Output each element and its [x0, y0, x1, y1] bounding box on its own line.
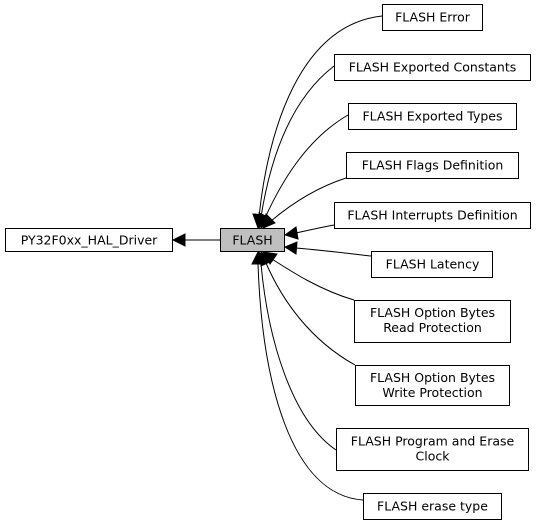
- edge-flags-definition-to-flash: [270, 177, 347, 222]
- edge-exported-constants-to-flash: [260, 65, 335, 218]
- node-flash-option-bytes-read-protection[interactable]: FLASH Option Bytes Read Protection: [354, 300, 511, 343]
- node-flash-current: FLASH: [220, 228, 285, 252]
- node-label: FLASH Exported Types: [362, 109, 502, 124]
- node-label: FLASH Latency: [386, 257, 480, 272]
- arrowhead-driver: [171, 233, 186, 247]
- edge-option-bytes-write-to-flash: [265, 262, 356, 366]
- node-label: PY32F0xx_HAL_Driver: [21, 233, 158, 248]
- node-flash-error[interactable]: FLASH Error: [382, 4, 483, 31]
- node-label-line-1: FLASH Option Bytes: [370, 305, 495, 320]
- node-flash-option-bytes-write-protection[interactable]: FLASH Option Bytes Write Protection: [355, 365, 510, 406]
- node-label-line-2: Read Protection: [383, 320, 482, 335]
- node-label-line-2: Clock: [416, 449, 451, 464]
- edge-exported-types-to-flash: [264, 114, 349, 219]
- node-py32f0xx-hal-driver[interactable]: PY32F0xx_HAL_Driver: [5, 228, 173, 252]
- node-flash-exported-types[interactable]: FLASH Exported Types: [348, 103, 517, 130]
- arrowhead-from-flags-definition: [262, 212, 276, 229]
- node-box: [346, 152, 519, 179]
- node-label: FLASH erase type: [377, 499, 488, 514]
- node-flash-interrupts-definition[interactable]: FLASH Interrupts Definition: [334, 202, 531, 229]
- node-box: [355, 365, 510, 406]
- node-flash-latency[interactable]: FLASH Latency: [371, 251, 493, 278]
- node-label-line-1: FLASH Option Bytes: [370, 370, 495, 385]
- node-label: FLASH: [232, 233, 272, 248]
- arrowhead-from-erase-type: [251, 250, 265, 265]
- edge-erase-type-to-flash: [257, 263, 364, 501]
- edge-latency-to-flash: [295, 247, 372, 257]
- node-label: FLASH Exported Constants: [349, 60, 517, 75]
- node-box: [334, 54, 531, 81]
- node-box: [334, 202, 531, 229]
- node-box: [382, 4, 483, 31]
- edge-error-to-flash: [258, 15, 383, 218]
- node-flash-program-and-erase-clock[interactable]: FLASH Program and Erase Clock: [336, 428, 529, 471]
- node-box: [5, 228, 173, 252]
- node-label-line-1: FLASH Program and Erase: [351, 434, 515, 449]
- node-box: [348, 103, 517, 130]
- node-box: [363, 493, 502, 520]
- node-box: [371, 251, 493, 278]
- node-label: FLASH Flags Definition: [362, 158, 504, 173]
- node-label-line-2: Write Protection: [382, 385, 482, 400]
- node-box: [220, 228, 285, 252]
- nodes: PY32F0xx_HAL_Driver FLASH FLASH Error FL…: [5, 4, 531, 520]
- edge-program-erase-clock-to-flash: [260, 263, 337, 451]
- node-flash-flags-definition[interactable]: FLASH Flags Definition: [346, 152, 519, 179]
- node-flash-erase-type[interactable]: FLASH erase type: [363, 493, 502, 520]
- node-flash-exported-constants[interactable]: FLASH Exported Constants: [334, 54, 531, 81]
- node-label: FLASH Interrupts Definition: [347, 208, 517, 223]
- node-box: [354, 300, 511, 343]
- edge-option-bytes-read-to-flash: [271, 258, 355, 301]
- edges: [171, 15, 383, 501]
- node-box: [336, 428, 529, 471]
- edge-interrupts-definition-to-flash: [295, 224, 335, 234]
- arrowhead-from-interrupts-definition: [283, 226, 299, 240]
- arrowhead-from-latency: [283, 241, 298, 255]
- node-label: FLASH Error: [395, 10, 471, 25]
